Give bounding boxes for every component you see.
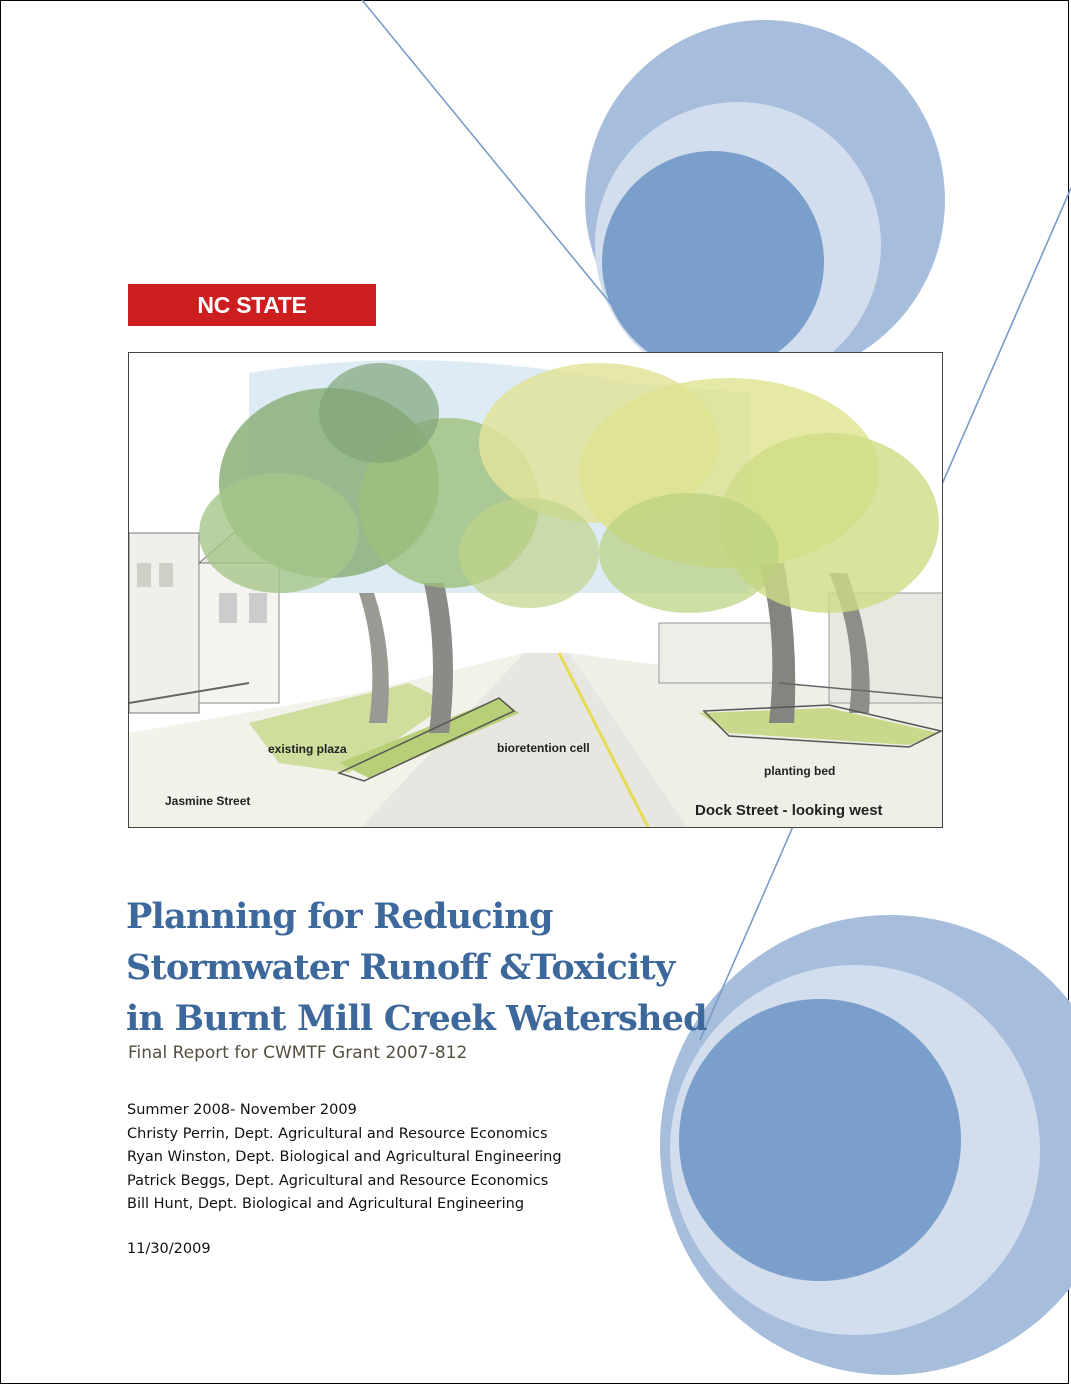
label-dock-street: Dock Street - looking west xyxy=(695,802,883,819)
street-illustration: existing plaza bioretention cell plantin… xyxy=(128,352,943,828)
report-date: 11/30/2009 xyxy=(127,1241,211,1257)
title-line-3: in Burnt Mill Creek Watershed xyxy=(126,998,708,1039)
label-existing-plaza: existing plaza xyxy=(268,742,347,756)
label-planting-bed: planting bed xyxy=(764,764,836,778)
nc-state-university-logo: NC STATE UNIVERSITY xyxy=(128,284,376,360)
title-line-1: Planning for Reducing xyxy=(126,896,553,937)
report-info: Summer 2008- November 2009 Christy Perri… xyxy=(127,1099,562,1217)
author-line: Bill Hunt, Dept. Biological and Agricult… xyxy=(127,1196,525,1212)
report-title: Planning for Reducing Stormwater Runoff … xyxy=(126,891,746,1044)
report-subtitle: Final Report for CWMTF Grant 2007-812 xyxy=(128,1043,468,1063)
author-line: Ryan Winston, Dept. Biological and Agric… xyxy=(127,1149,562,1165)
author-line: Patrick Beggs, Dept. Agricultural and Re… xyxy=(127,1172,549,1189)
logo-bold-text: NC STATE xyxy=(197,292,307,318)
label-bioretention-cell: bioretention cell xyxy=(497,741,590,755)
illustration-drawing xyxy=(129,353,942,827)
report-period: Summer 2008- November 2009 xyxy=(127,1102,357,1118)
author-line: Christy Perrin, Dept. Agricultural and R… xyxy=(127,1125,548,1142)
title-line-2: Stormwater Runoff &Toxicity xyxy=(126,947,675,988)
label-jasmine-street: Jasmine Street xyxy=(165,794,251,808)
